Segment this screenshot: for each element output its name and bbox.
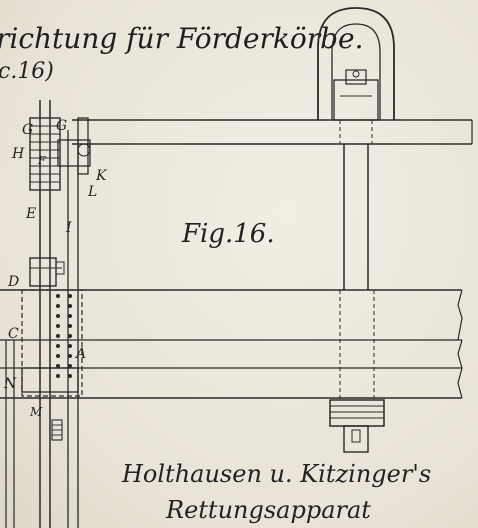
- left-mechanism: [5, 100, 91, 528]
- caption-line-1: Holthausen u. Kitzinger's: [121, 460, 431, 488]
- label-H: H: [11, 146, 25, 162]
- label-I: I: [65, 220, 72, 236]
- label-A: A: [74, 346, 86, 362]
- label-L: L: [87, 184, 97, 200]
- figure-reference: c.16): [0, 59, 54, 84]
- label-D: D: [7, 274, 19, 290]
- label-N: N: [3, 376, 17, 392]
- lower-nut: [329, 399, 385, 453]
- label-K: K: [95, 168, 108, 184]
- label-G1: G: [22, 122, 33, 138]
- page-header-title: richtung für Förderkörbe.: [0, 22, 364, 55]
- label-E: E: [25, 206, 36, 222]
- caption-line-2: Rettungsapparat: [165, 496, 371, 524]
- label-C: C: [8, 326, 19, 342]
- central-rod: [339, 120, 375, 400]
- upper-beam: [72, 119, 473, 145]
- figure-label: Fig.16.: [181, 219, 275, 249]
- label-G2: G: [56, 118, 67, 134]
- label-M: M: [29, 405, 43, 419]
- top-shackle: [317, 7, 395, 121]
- label-F: F: [37, 154, 46, 167]
